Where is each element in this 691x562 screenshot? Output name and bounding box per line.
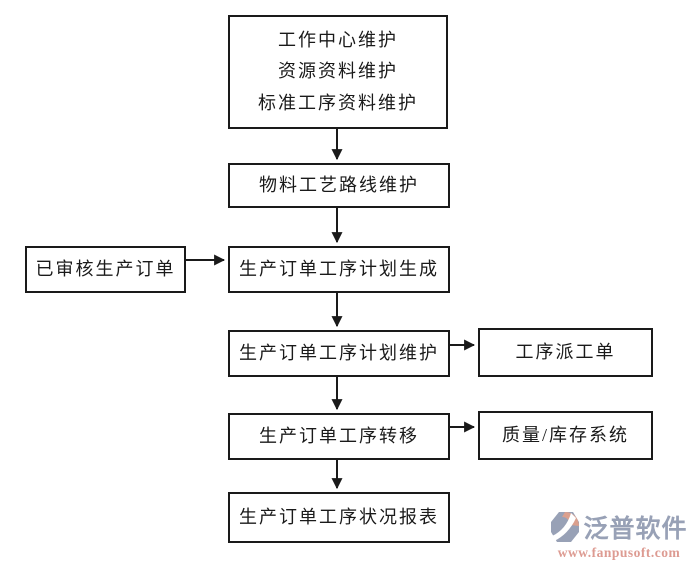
node-label: 生产订单工序转移: [259, 425, 419, 446]
node-label: 工作中心维护: [278, 29, 398, 50]
node-label: 物料工艺路线维护: [259, 174, 419, 195]
node-order-process-transfer: 生产订单工序转移: [228, 413, 450, 460]
node-order-process-plan-maintain: 生产订单工序计划维护: [228, 330, 450, 377]
node-label: 生产订单工序状况报表: [239, 506, 439, 527]
node-label: 已审核生产订单: [35, 258, 176, 279]
node-process-dispatch-order: 工序派工单: [478, 328, 653, 377]
node-label: 生产订单工序计划维护: [239, 342, 439, 363]
node-label: 质量/库存系统: [501, 424, 629, 445]
node-material-routing-maintain: 物料工艺路线维护: [228, 163, 450, 208]
brand-url: www.fanpusoft.com: [557, 545, 681, 560]
node-approved-production-order: 已审核生产订单: [25, 246, 186, 293]
node-label: 生产订单工序计划生成: [239, 258, 439, 279]
node-label: 标准工序资料维护: [258, 92, 418, 113]
node-quality-inventory-system: 质量/库存系统: [478, 411, 653, 460]
node-master-data-setup: 工作中心维护 资源资料维护 标准工序资料维护: [228, 15, 448, 129]
node-label: 资源资料维护: [278, 61, 398, 82]
node-label: 工序派工单: [515, 341, 616, 362]
node-order-process-plan-generate: 生产订单工序计划生成: [228, 246, 450, 293]
fanpu-logo-icon: [550, 511, 580, 543]
brand-watermark: 泛普软件 www.fanpusoft.com: [548, 509, 690, 561]
node-order-process-status-report: 生产订单工序状况报表: [228, 492, 450, 543]
brand-name: 泛普软件: [583, 515, 688, 543]
